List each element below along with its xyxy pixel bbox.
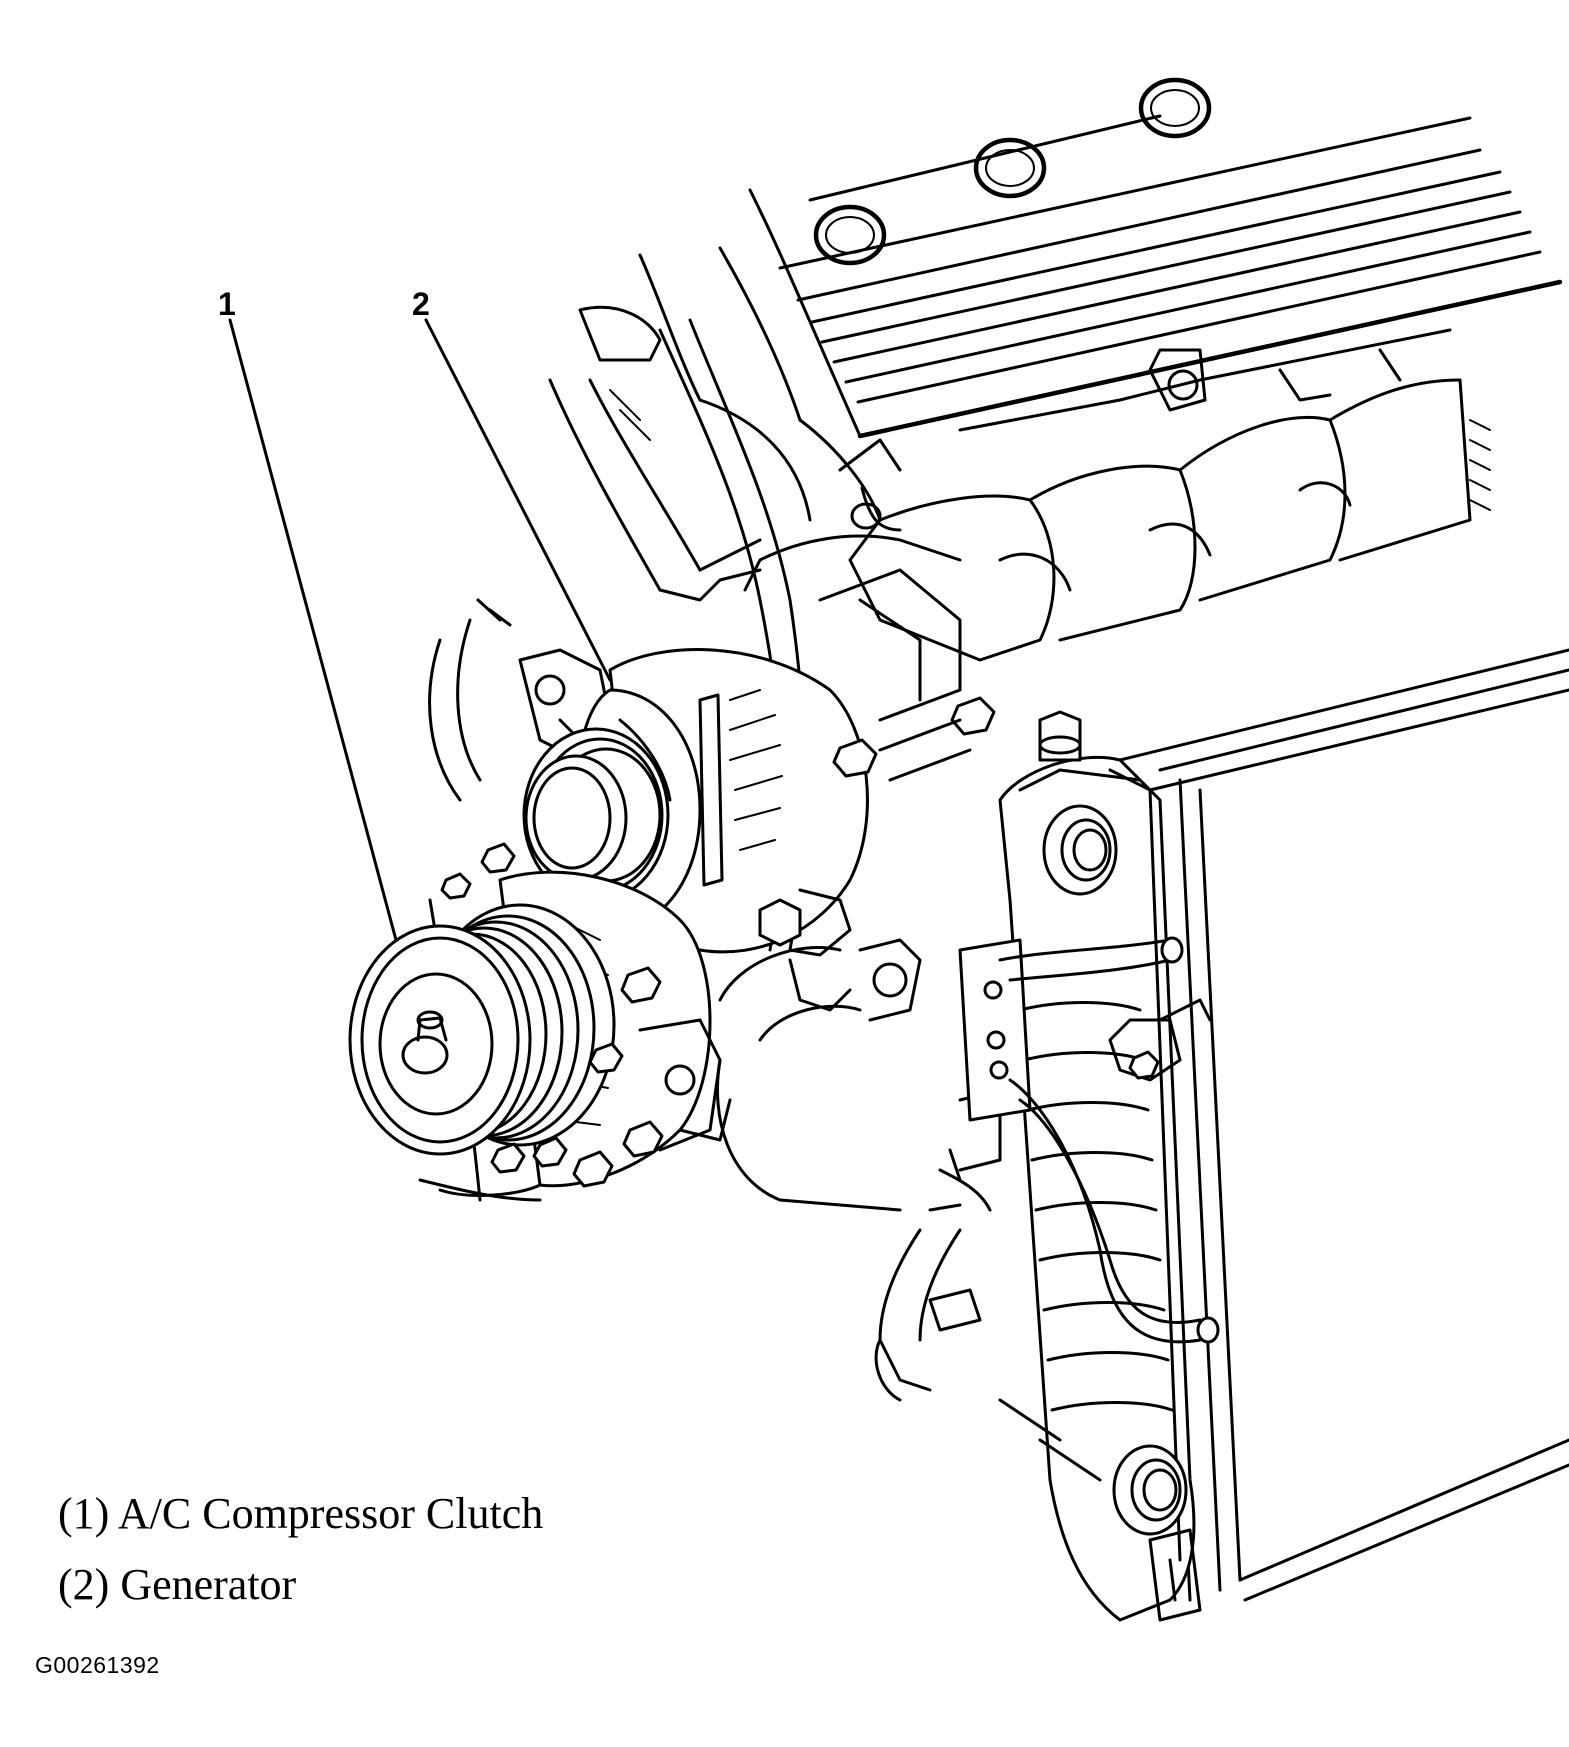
intake-runners bbox=[850, 330, 1490, 660]
valve-cover bbox=[750, 116, 1560, 436]
callout-number-2: 2 bbox=[412, 286, 430, 322]
leader-line-2 bbox=[426, 320, 610, 680]
callout-number-1: 1 bbox=[218, 286, 236, 322]
figure-id: G00261392 bbox=[35, 1652, 160, 1678]
cover-mount-boss bbox=[1150, 350, 1205, 410]
leader-line-1 bbox=[230, 320, 396, 940]
legend-item-1: (1) A/C Compressor Clutch bbox=[58, 1492, 543, 1536]
legend-key-1: (1) bbox=[58, 1489, 110, 1538]
legend-item-2: (2) Generator bbox=[58, 1563, 296, 1607]
radiator bbox=[960, 650, 1569, 1620]
ac-lines bbox=[718, 940, 1001, 1400]
ac-compressor bbox=[350, 844, 730, 1195]
upper-engine-front bbox=[550, 248, 960, 600]
legend-text-2: Generator bbox=[120, 1560, 297, 1609]
legend-text-1: A/C Compressor Clutch bbox=[117, 1489, 544, 1538]
legend-key-2: (2) bbox=[58, 1560, 110, 1609]
spark-plug-holes bbox=[816, 80, 1209, 263]
generator bbox=[520, 570, 994, 1010]
